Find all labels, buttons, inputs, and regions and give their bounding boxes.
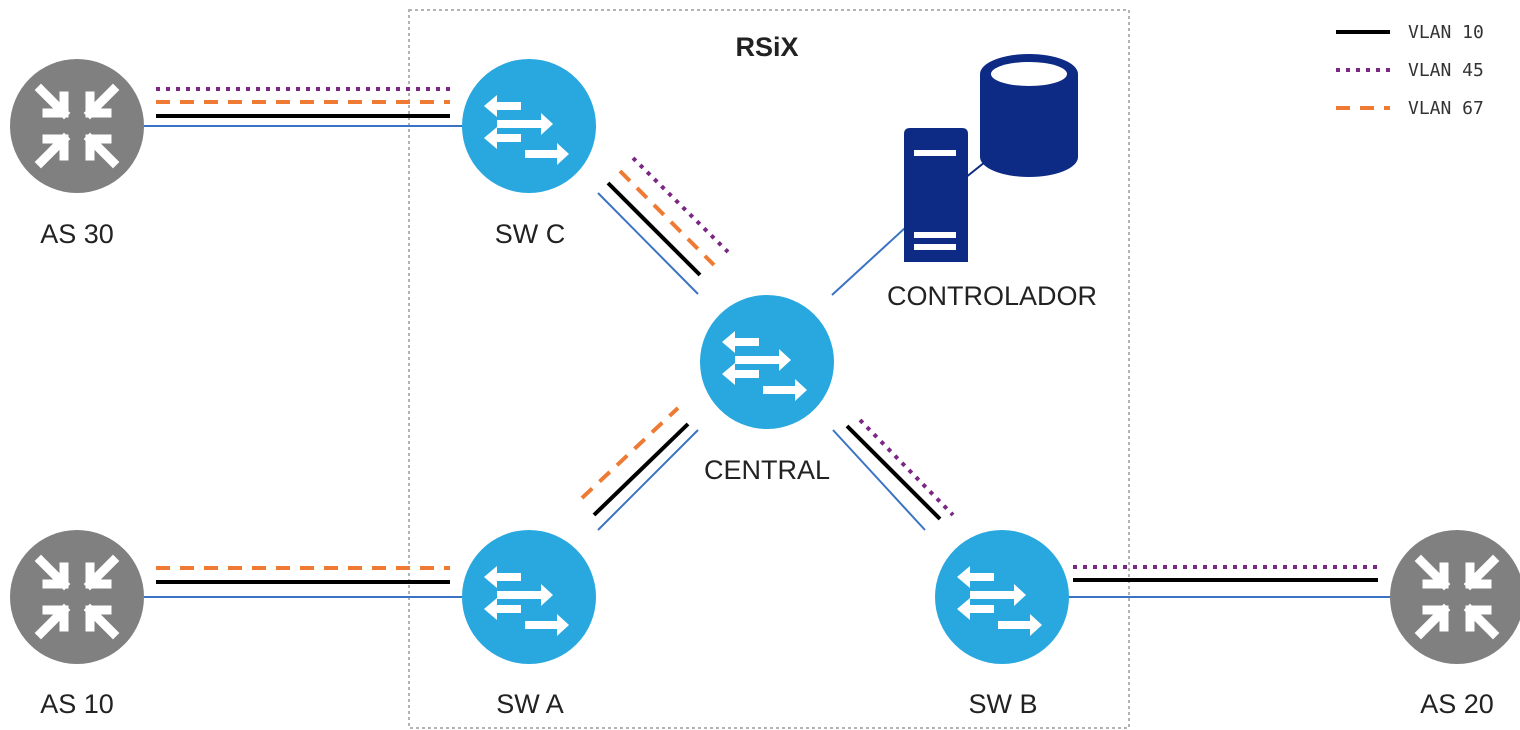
rsix-title: RSiX — [735, 32, 798, 62]
link-as30-swc — [144, 87, 464, 127]
switch-swa-icon — [462, 530, 596, 664]
router-as10-icon — [10, 530, 144, 664]
legend-label-vlan10: VLAN 10 — [1408, 22, 1484, 43]
link-controlador-central — [831, 227, 906, 296]
link-swc-central — [597, 156, 730, 295]
label-central: CENTRAL — [704, 455, 830, 485]
rsix-boundary — [408, 9, 1130, 729]
legend-label-vlan67: VLAN 67 — [1408, 98, 1484, 119]
link-as10-swa — [144, 566, 464, 598]
switch-swb-icon — [935, 530, 1069, 664]
switch-swc-icon — [462, 59, 596, 193]
legend: VLAN 10 VLAN 45 VLAN 67 — [1336, 22, 1484, 119]
router-as20-icon — [1390, 530, 1520, 664]
label-as10: AS 10 — [40, 689, 114, 719]
label-as20: AS 20 — [1420, 689, 1494, 719]
switch-central-icon — [700, 295, 834, 429]
label-swb: SW B — [968, 689, 1037, 719]
database-icon — [980, 54, 1078, 177]
label-swa: SW A — [496, 689, 564, 719]
link-swb-central — [832, 418, 955, 531]
router-as30-icon — [10, 59, 144, 193]
label-swc: SW C — [495, 219, 566, 249]
legend-label-vlan45: VLAN 45 — [1408, 60, 1484, 81]
link-swb-as20 — [1069, 565, 1394, 598]
link-swa-central — [580, 406, 699, 531]
controlador-server-icon — [904, 128, 991, 262]
label-controlador: CONTROLADOR — [887, 281, 1097, 311]
label-as30: AS 30 — [40, 219, 114, 249]
